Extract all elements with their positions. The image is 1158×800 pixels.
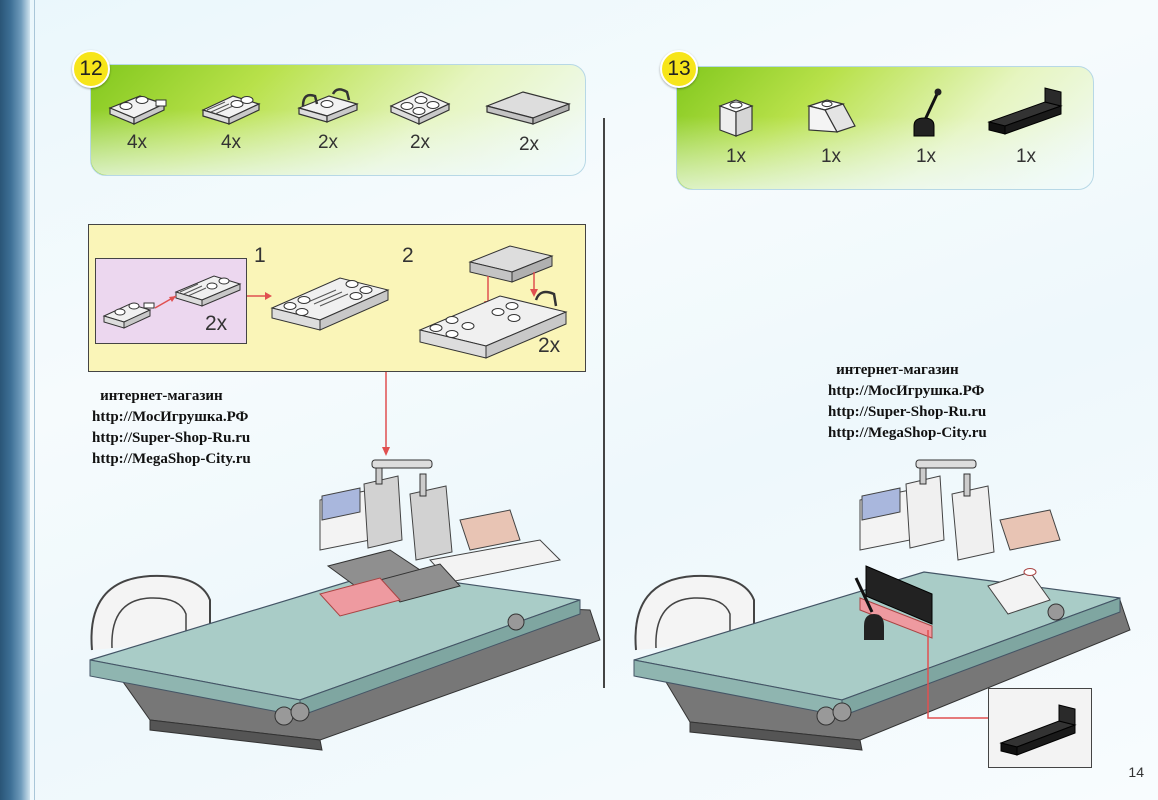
watermark-link: http://Super-Shop-Ru.ru bbox=[828, 404, 987, 420]
part-item: 2x bbox=[386, 84, 454, 154]
watermark-link: http://MegaShop-City.ru bbox=[828, 425, 987, 441]
watermark-link: http://MegaShop-City.ru bbox=[92, 451, 251, 467]
part-qty: 4x bbox=[220, 132, 242, 153]
substep-2-label: 2 bbox=[402, 244, 414, 267]
part-qty: 1x bbox=[915, 146, 937, 167]
substep-1-assembly bbox=[270, 277, 390, 331]
step-12-number: 12 bbox=[79, 57, 103, 80]
spine-edge-line bbox=[34, 0, 35, 800]
tile-2x4-brick-icon bbox=[485, 91, 571, 125]
plate-handle-brick-icon bbox=[297, 88, 359, 123]
grille-plate-piece bbox=[174, 275, 242, 307]
step-13-callout-box bbox=[988, 688, 1092, 768]
part-item: 1x bbox=[904, 86, 948, 168]
watermark-heading: интернет-магазин bbox=[100, 388, 223, 404]
panel-1x4-black-icon bbox=[987, 87, 1063, 135]
substep-qty-b: 2x bbox=[538, 334, 561, 357]
substep-2-tile bbox=[468, 245, 554, 283]
book-spine bbox=[0, 0, 30, 800]
part-item: 2x bbox=[484, 90, 574, 156]
substep-1-label: 1 bbox=[254, 244, 266, 267]
part-item: 1x bbox=[802, 92, 860, 168]
brick-1x1-white-icon bbox=[718, 99, 754, 137]
page-number: 14 bbox=[1128, 764, 1144, 780]
step-13-badge: 13 bbox=[660, 50, 698, 88]
plate-1x2-clip-brick-icon bbox=[108, 95, 167, 125]
clip-plate-piece bbox=[102, 302, 155, 329]
page-divider bbox=[603, 118, 605, 688]
watermark-link: http://МосИгрушка.РФ bbox=[92, 409, 249, 425]
step-12-model bbox=[89, 459, 601, 751]
step-13-number: 13 bbox=[667, 57, 691, 80]
part-qty: 2x bbox=[409, 132, 431, 153]
panel-1x4-black-icon bbox=[999, 704, 1077, 756]
part-qty: 2x bbox=[518, 134, 540, 155]
part-item: 1x bbox=[984, 87, 1068, 168]
plate-1x2-grille-brick-icon bbox=[201, 95, 261, 125]
step-12-parts-box bbox=[90, 64, 586, 176]
slope-brick-white-icon bbox=[806, 99, 856, 133]
part-qty: 1x bbox=[725, 146, 747, 167]
substep-2-assembly bbox=[418, 290, 568, 359]
part-qty: 1x bbox=[820, 146, 842, 167]
shop-watermark-left: интернет-магазин http://МосИгрушка.РФ ht… bbox=[92, 386, 251, 470]
plate-2x2-brick-icon bbox=[389, 91, 451, 125]
step-12-badge: 12 bbox=[72, 50, 110, 88]
part-item: 2x bbox=[292, 82, 364, 154]
part-item: 4x bbox=[198, 86, 264, 154]
part-qty: 4x bbox=[126, 132, 148, 153]
step-13-model bbox=[633, 459, 1131, 751]
subassembly-pink-box bbox=[95, 258, 247, 344]
part-item: 4x bbox=[105, 86, 169, 154]
watermark-link: http://Super-Shop-Ru.ru bbox=[92, 430, 251, 446]
lever-black-icon bbox=[913, 88, 942, 137]
part-qty: 2x bbox=[317, 132, 339, 153]
watermark-link: http://МосИгрушка.РФ bbox=[828, 383, 985, 399]
substep-qty-a: 2x bbox=[205, 312, 228, 335]
watermark-heading: интернет-магазин bbox=[836, 362, 959, 378]
part-qty: 1x bbox=[1015, 146, 1037, 167]
shop-watermark-right: интернет-магазин http://МосИгрушка.РФ ht… bbox=[828, 360, 987, 444]
part-item: 1x bbox=[714, 94, 758, 168]
